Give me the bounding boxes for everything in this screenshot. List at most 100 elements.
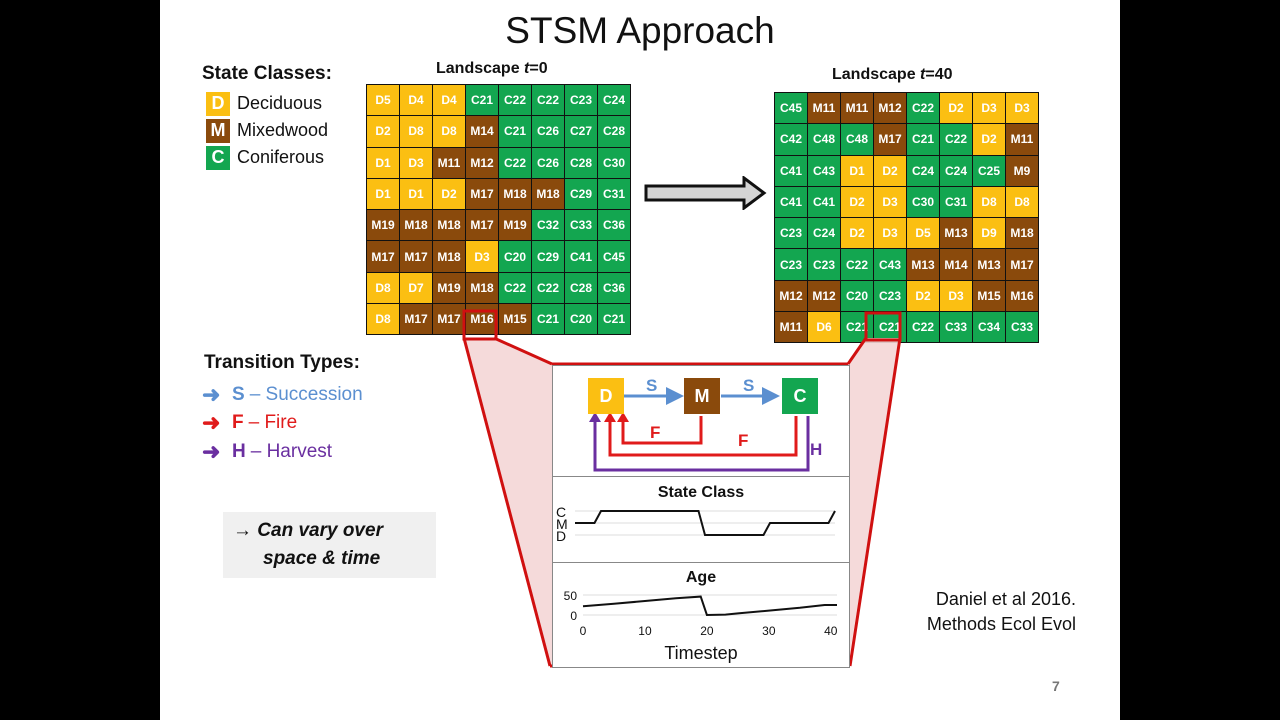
transition-letter: H [232,441,246,462]
edge-label-s1: S [646,376,657,395]
grid-cell: M16 [466,304,498,335]
grid-cell: D2 [940,93,972,124]
x-tick-label: 10 [638,624,652,638]
grid-cell: C36 [598,210,630,241]
grid-cell: M17 [433,304,465,335]
grid-cell: D1 [400,178,432,210]
citation-line-1: Daniel et al 2016. [935,589,1076,609]
label-var: t [920,66,926,83]
grid-cell: D3 [1006,93,1038,124]
grid-cell: C21 [598,304,630,335]
grid-cell: D5 [367,85,399,116]
page-number: 7 [1052,678,1060,694]
grid-cell: M11 [1006,124,1038,155]
x-tick-label: 30 [762,624,776,638]
grid-cell: C23 [565,85,597,116]
grid-cell: M12 [775,280,807,312]
slide-title: STSM Approach [505,10,775,51]
grid-cell: C22 [532,85,564,116]
grid-cell: C36 [598,272,630,304]
grid-cell: C41 [565,241,597,272]
label-prefix: Landscape [436,60,525,77]
grid-cell: M17 [1006,249,1038,280]
grid-cell: D8 [367,272,399,304]
grid-cell: C43 [874,249,906,280]
grid-cell: M18 [400,210,432,241]
grid-cell: M17 [874,124,906,155]
fire-c-to-d [608,416,798,457]
transition-fire: ➜ F – Fire [202,410,297,436]
edge-label-f2: F [738,431,748,450]
transition-letter: F [232,412,244,433]
grid-cell: M14 [940,249,972,280]
age-series [582,595,837,617]
grid-cell: C42 [775,124,807,155]
grid-cell: C32 [532,210,564,241]
grid-cell: C22 [532,272,564,304]
grid-cell: M18 [433,210,465,241]
chart-title: State Class [657,484,745,501]
label-suffix: =40 [925,66,953,83]
grid-cell: M17 [400,241,432,272]
grid-cell: C27 [565,116,597,147]
grid-cell: D3 [874,218,906,249]
grid-cell: C21 [841,312,873,343]
legend-item-coniferous: C Coniferous [206,145,324,170]
y-tick-label: 50 [564,589,578,603]
grid-cell: D2 [841,218,873,249]
citation-line-2: Methods Ecol Evol [926,614,1076,634]
callout-line [848,337,902,667]
grid-cell: M17 [466,178,498,210]
transition-types-heading: Transition Types: [204,352,360,373]
edge-label-h: H [810,440,822,459]
transition-label: – Harvest [250,441,333,462]
grid-cell: D8 [367,304,399,335]
transition-letter: S [232,384,245,405]
grid-cell: D8 [400,116,432,147]
grid-cell: D2 [367,116,399,147]
y-tick-label: C [556,504,566,520]
grid-cell: C23 [874,280,906,312]
x-tick-label: 20 [700,624,714,638]
grid-cell: C22 [940,124,972,155]
grid-cell: M11 [841,93,873,124]
grid-cell: C33 [1006,312,1038,343]
grid-cell: C20 [565,304,597,335]
grid-cell: C22 [907,93,939,124]
grid-cell: C26 [532,116,564,147]
grid-cell: C22 [499,147,531,178]
label-var: t [524,60,530,77]
grid-cell: C43 [808,155,840,186]
callout-line-2: space & time [263,548,381,569]
grid-cell: D6 [808,312,840,343]
landscape-t40-label: Landscape t=40 [832,66,953,84]
grid-cell: D3 [973,93,1005,124]
node-coniferous: C [782,378,818,414]
grid-cell: M9 [1006,155,1038,186]
grid-cell: C28 [598,116,630,147]
grid-cell: C30 [598,147,630,178]
transition-diagram-panel: S S F F H D M C [552,365,850,477]
state-classes-heading: State Classes: [202,63,332,84]
grid-cell: C29 [565,178,597,210]
landscape-t0-label: Landscape t=0 [436,60,548,78]
grid-cell: C24 [907,155,939,186]
grid-cell: C28 [565,147,597,178]
edge-label-f1: F [650,423,660,442]
grid-cell: C23 [808,249,840,280]
grid-cell: C21 [499,116,531,147]
y-tick-label: M [556,516,568,532]
callout-line-1: → Can vary over [233,520,383,541]
transition-harvest: ➜ H – Harvest [202,439,332,465]
grid-cell: C21 [532,304,564,335]
callout-box: → Can vary over space & time [223,512,436,578]
grid-cell: M15 [499,304,531,335]
grid-cell: C41 [808,186,840,218]
grid-cell: C26 [532,147,564,178]
fire-m-to-d [621,416,703,445]
grid-cell: M13 [973,249,1005,280]
grid-cell: C34 [973,312,1005,343]
